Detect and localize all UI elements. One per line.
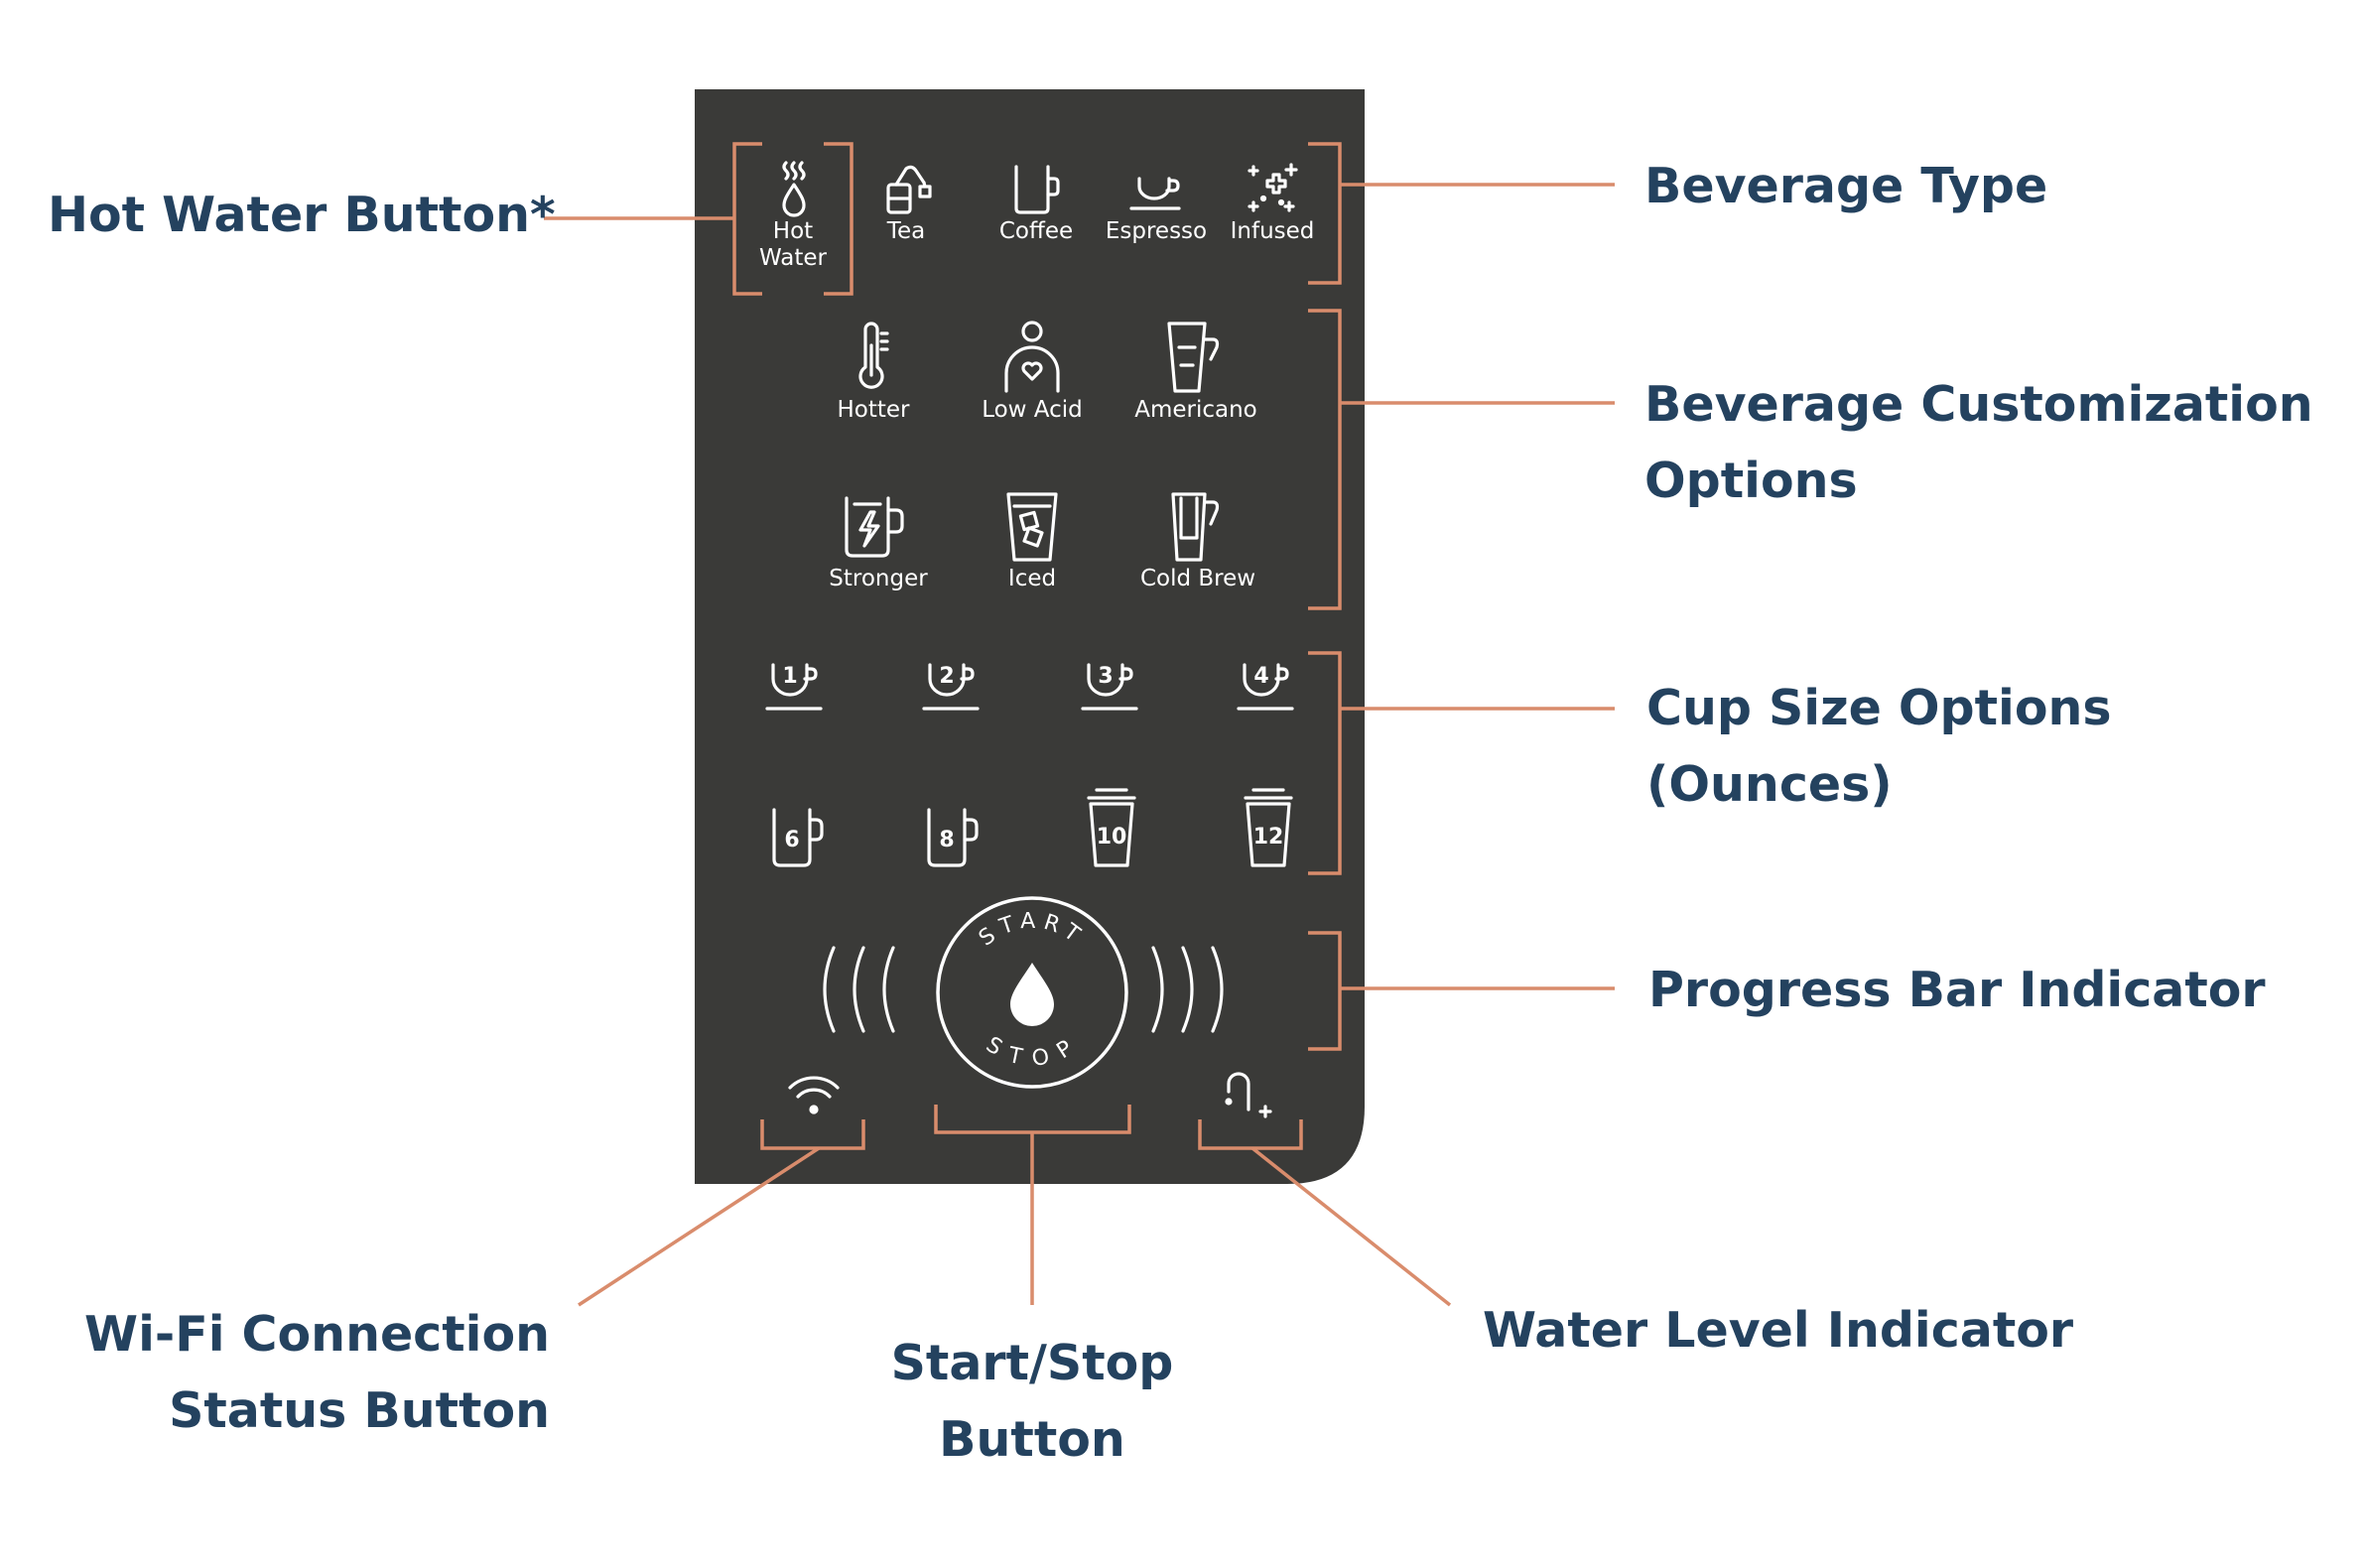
iced-button[interactable]: Iced: [973, 488, 1092, 592]
tea-label: Tea: [886, 218, 926, 244]
customization-callout: Beverage Customization Options: [1644, 376, 2313, 509]
progress-arc-left-2: [853, 946, 865, 1033]
cup-size-2-icon: 2: [922, 663, 980, 711]
hot-water-callout: Hot Water Button*: [48, 187, 556, 243]
water-level-leader-line: [1250, 1146, 1452, 1307]
progress-arc-left-3: [882, 946, 895, 1033]
start-stop-bracket: [934, 1105, 1131, 1134]
low-acid-label: Low Acid: [982, 397, 1083, 423]
cup-size-3-icon: 3: [1081, 663, 1138, 711]
cup-size-12-icon: 12: [1244, 788, 1293, 867]
hot-water-button[interactable]: Hot Water: [748, 159, 838, 272]
water-level-callout: Water Level Indicator: [1483, 1302, 2074, 1359]
hot-water-icon: [768, 159, 818, 218]
water-drop-icon: [1010, 963, 1054, 1026]
hotter-label: Hotter: [837, 397, 910, 423]
stronger-label: Stronger: [829, 566, 928, 591]
cup-size-4-button[interactable]: 4: [1228, 657, 1307, 717]
tea-button[interactable]: Tea: [861, 159, 951, 245]
espresso-button[interactable]: Espresso: [1097, 159, 1216, 245]
cup-size-10-number: 10: [1097, 825, 1127, 849]
iced-label: Iced: [1007, 566, 1057, 591]
coffee-mug-icon: [1004, 159, 1068, 218]
progress-callout: Progress Bar Indicator: [1648, 962, 2266, 1018]
cup-size-10-button[interactable]: 10: [1072, 784, 1151, 873]
cup-size-callout: Cup Size Options (Ounces): [1646, 680, 2112, 813]
wifi-icon: [788, 1076, 840, 1114]
cup-size-8-button[interactable]: 8: [917, 802, 996, 873]
thermometer-icon: [844, 318, 903, 397]
iced-glass-icon: [1000, 488, 1064, 566]
stop-text: STOP: [982, 1032, 1083, 1072]
cold-brew-button[interactable]: Cold Brew: [1123, 488, 1272, 592]
person-heart-icon: [1000, 318, 1064, 397]
cup-size-6-number: 6: [784, 828, 799, 852]
progress-bar-indicator: [823, 946, 1224, 1033]
stronger-button[interactable]: Stronger: [814, 488, 943, 592]
cold-brew-pitcher-icon: [1163, 488, 1233, 566]
progress-arcs-left: [823, 946, 895, 1033]
tea-bag-icon: [876, 159, 936, 218]
cup-size-4-number: 4: [1253, 664, 1268, 689]
lightning-mug-icon: [839, 488, 918, 566]
beverage-type-callout: Beverage Type: [1644, 158, 2048, 214]
wifi-leader-line: [578, 1146, 820, 1307]
wifi-button[interactable]: [784, 1070, 844, 1123]
progress-arc-left-1: [823, 946, 836, 1033]
cup-size-1-button[interactable]: 1: [756, 657, 836, 717]
wifi-bracket: [760, 1119, 865, 1150]
progress-arc-right-1: [1151, 946, 1164, 1033]
infused-label: Infused: [1230, 218, 1315, 244]
wifi-callout: Wi-Fi Connection Status Button: [84, 1306, 550, 1439]
cup-size-6-button[interactable]: 6: [762, 802, 842, 873]
cup-size-bracket: [1308, 651, 1342, 875]
progress-arc-right-2: [1181, 946, 1194, 1033]
start-stop-button[interactable]: START STOP: [933, 893, 1131, 1092]
water-faucet-plus-icon: [1225, 1072, 1272, 1118]
customization-bracket: [1308, 309, 1342, 610]
cup-size-12-button[interactable]: 12: [1229, 784, 1308, 873]
cup-size-2-number: 2: [939, 664, 954, 689]
start-text: START: [975, 909, 1090, 952]
cup-size-1-number: 1: [782, 664, 797, 689]
infused-button[interactable]: Infused: [1223, 159, 1322, 245]
cold-brew-label: Cold Brew: [1139, 566, 1256, 591]
low-acid-button[interactable]: Low Acid: [968, 318, 1097, 424]
progress-arc-right-3: [1211, 946, 1224, 1033]
hot-water-label-1: Hot: [772, 218, 814, 244]
americano-label: Americano: [1134, 397, 1257, 423]
hot-water-label-2: Water: [759, 245, 827, 271]
cup-size-2-button[interactable]: 2: [913, 657, 992, 717]
cup-size-6-icon: 6: [772, 808, 824, 867]
cup-size-8-number: 8: [939, 828, 954, 852]
cup-size-10-icon: 10: [1087, 788, 1136, 867]
cup-size-8-icon: 8: [927, 808, 979, 867]
espresso-cup-icon: [1123, 159, 1189, 218]
cup-size-4-icon: 4: [1237, 663, 1294, 711]
infused-sparkle-icon: [1242, 159, 1303, 218]
cup-size-3-button[interactable]: 3: [1072, 657, 1151, 717]
progress-arcs-right: [1151, 946, 1224, 1033]
water-level-indicator: [1221, 1066, 1280, 1129]
coffee-button[interactable]: Coffee: [986, 159, 1086, 245]
cup-size-12-number: 12: [1253, 825, 1284, 849]
coffee-label: Coffee: [998, 218, 1074, 244]
americano-button[interactable]: Americano: [1121, 318, 1270, 424]
cup-size-3-number: 3: [1098, 664, 1113, 689]
hotter-button[interactable]: Hotter: [814, 318, 933, 424]
cup-size-1-icon: 1: [765, 663, 823, 711]
americano-glass-icon: [1159, 318, 1233, 397]
progress-bracket: [1308, 931, 1342, 1051]
espresso-label: Espresso: [1105, 218, 1208, 244]
start-stop-callout: Start/Stop Button: [890, 1335, 1174, 1468]
